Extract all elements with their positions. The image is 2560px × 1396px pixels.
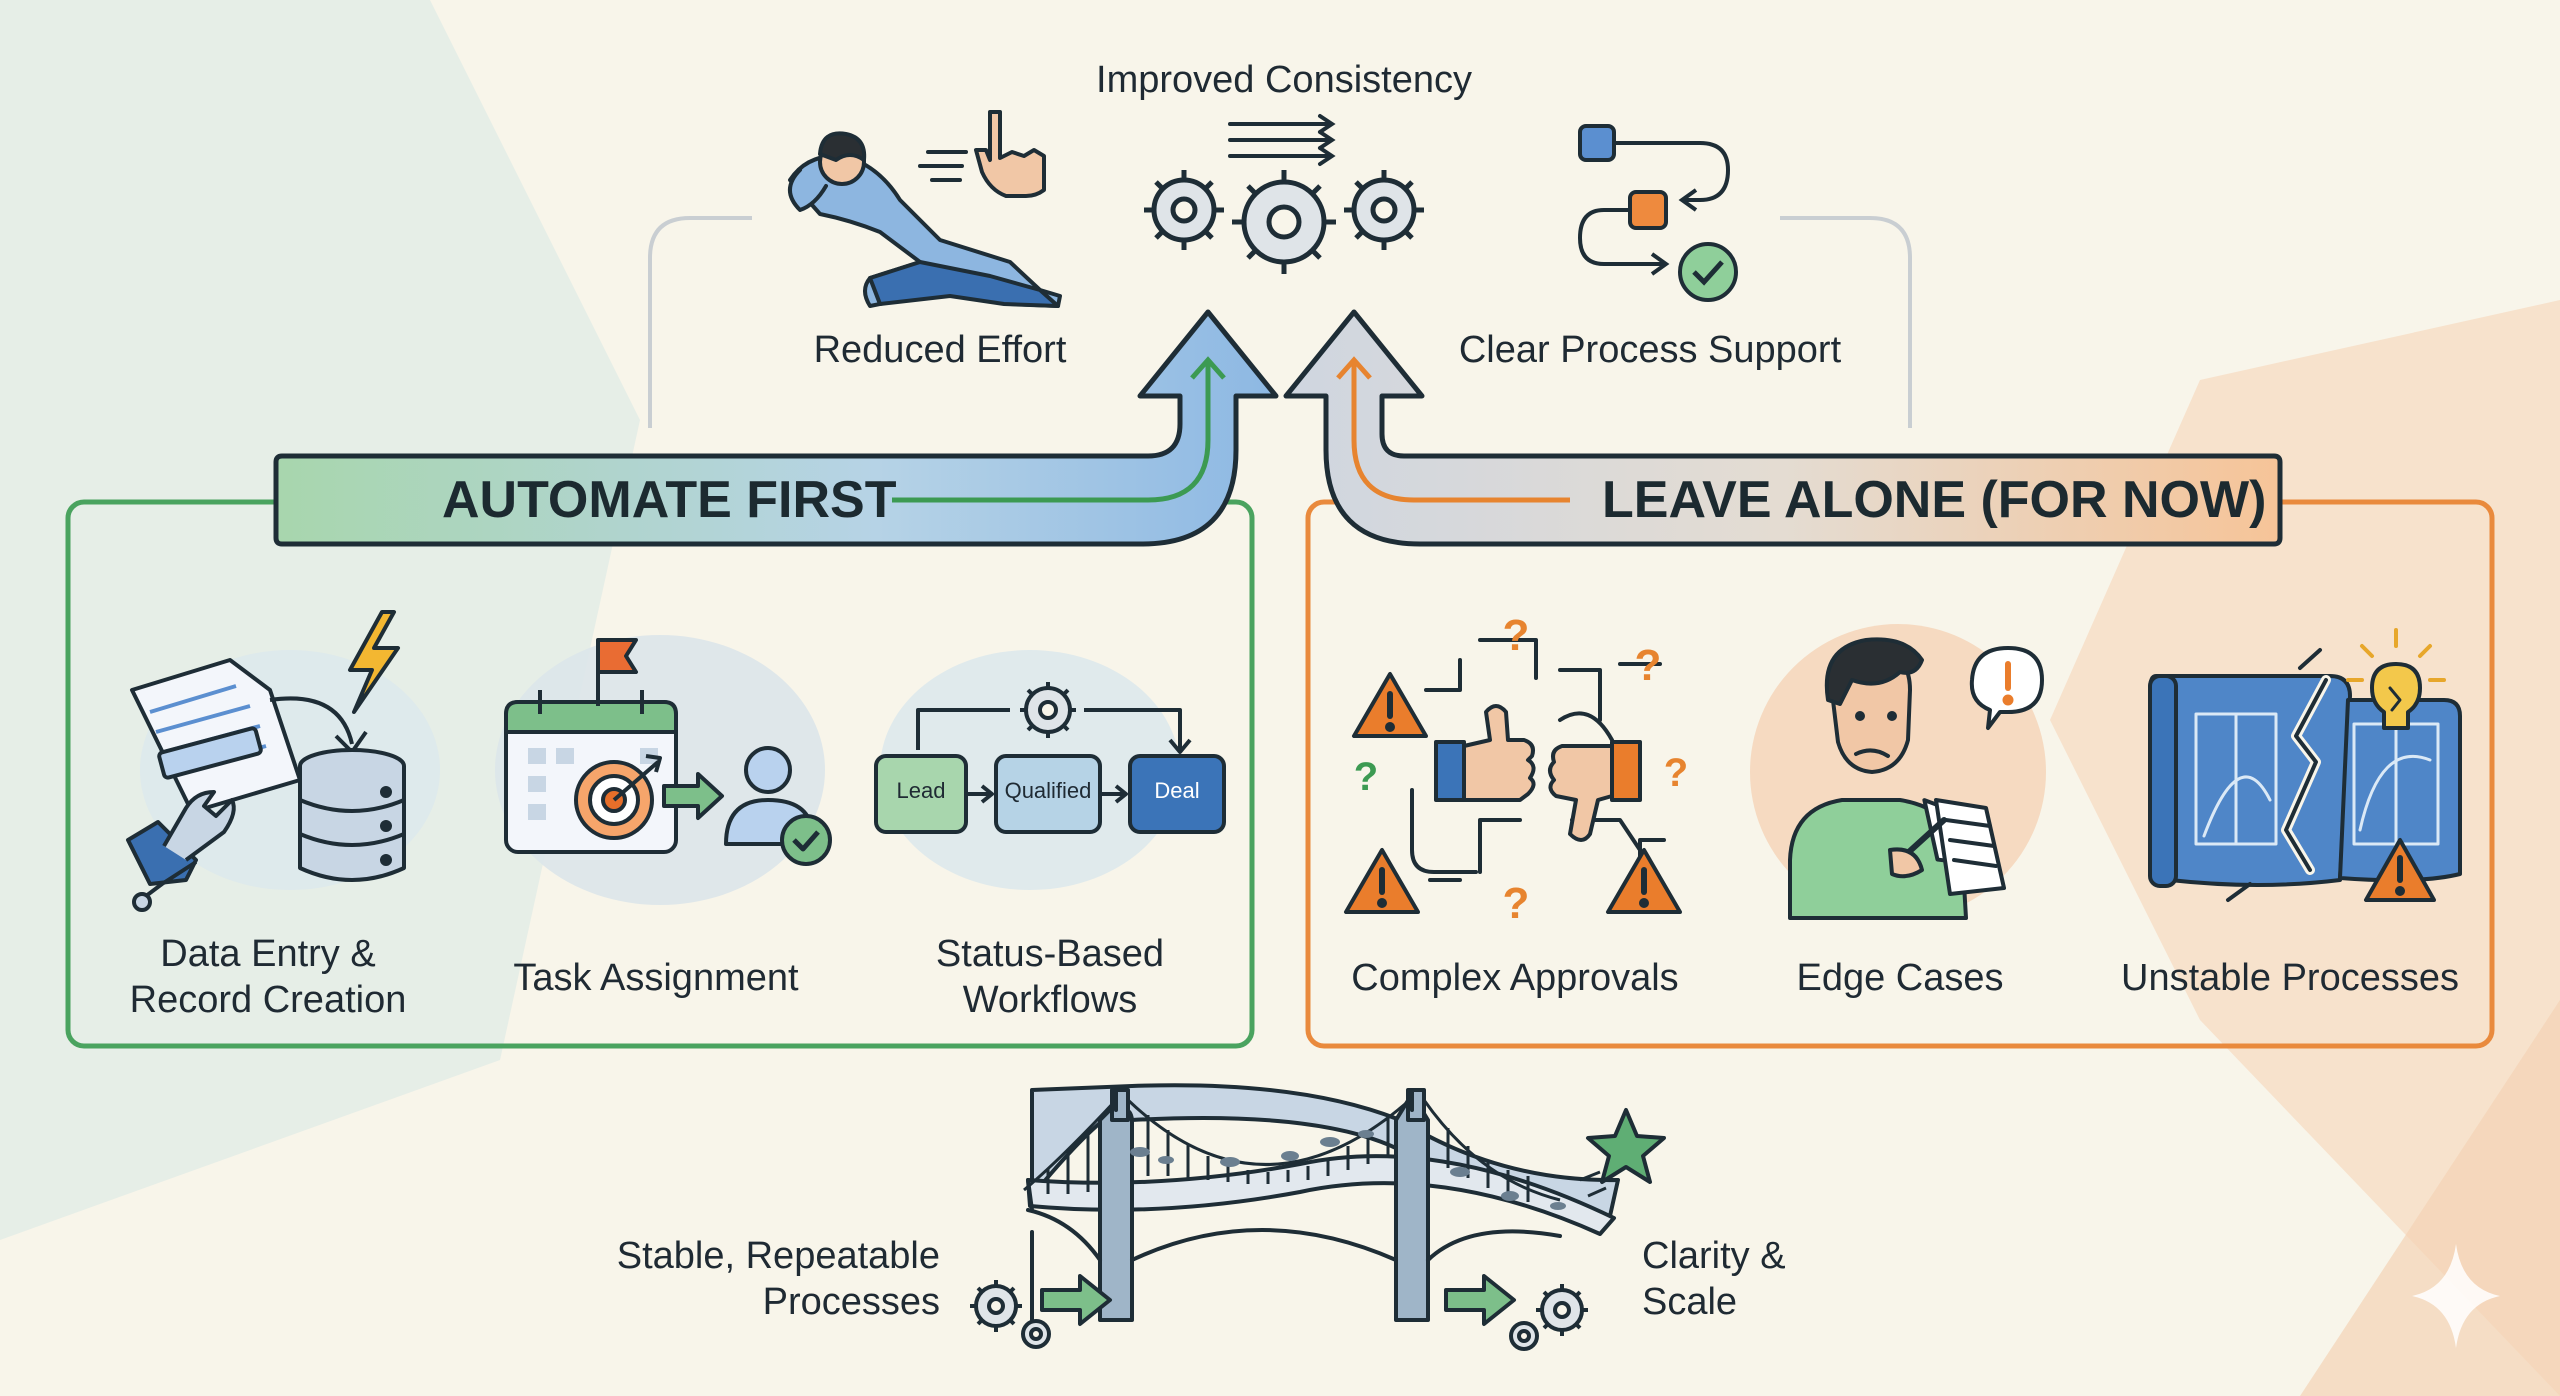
confused-person-icon — [1788, 637, 2044, 920]
leave-banner — [1283, 309, 2283, 547]
pointing-hand-icon — [974, 110, 1046, 198]
svg-text:?: ? — [1354, 755, 1378, 799]
workflow-stage-lead-label: Lead — [896, 778, 946, 803]
automate-banner — [273, 309, 1279, 547]
broken-blueprint-icon — [2148, 628, 2462, 902]
automate-item-status-workflows: Status-Based Workflows — [900, 932, 1200, 1023]
bridge-left-line1: Stable, Repeatable — [616, 1235, 940, 1277]
arrow-left-icon — [1040, 1274, 1112, 1326]
arrow-right-icon — [1444, 1274, 1516, 1326]
automate-first-title: AUTOMATE FIRST — [442, 471, 897, 529]
svg-text:?: ? — [1503, 611, 1530, 660]
automate-item-task-assignment: Task Assignment — [513, 957, 799, 999]
leave-alone-title: LEAVE ALONE (FOR NOW) — [1602, 471, 2267, 529]
svg-text:?: ? — [1664, 751, 1688, 795]
process-flow-icon — [1577, 124, 1738, 302]
bridge-left-line2: Processes — [762, 1280, 940, 1323]
bridge-right-label: Clarity & Scale — [1642, 1234, 1882, 1325]
bridge-right-line1: Clarity & — [1642, 1235, 1786, 1277]
workflow-stage-deal-label: Deal — [1154, 778, 1200, 803]
leave-item-unstable-processes: Unstable Processes — [2121, 957, 2459, 999]
automate-item-status-workflows-line2: Workflows — [962, 978, 1138, 1021]
outcome-clear-process-support: Clear Process Support — [1458, 329, 1842, 371]
calendar-target-user-icon — [504, 638, 832, 866]
automate-item-status-workflows-line1: Status-Based — [935, 933, 1165, 975]
workflow-stage-deal — [1128, 754, 1226, 834]
thumbs-approval-icon — [1344, 638, 1682, 914]
gears-icon — [1151, 177, 1417, 265]
workflow-stage-qualified-label: Qualified — [1004, 778, 1092, 803]
outcome-improved-consistency: Improved Consistency — [1096, 59, 1472, 101]
bridge-icon — [1026, 1083, 1620, 1322]
svg-text:?: ? — [1635, 641, 1662, 690]
small-gears-left-icon — [970, 1280, 1051, 1349]
relaxed-person-icon — [788, 131, 1062, 308]
star-icon — [1586, 1108, 1666, 1184]
automate-item-data-entry-line2: Record Creation — [129, 978, 407, 1021]
leave-item-complex-approvals: Complex Approvals — [1351, 957, 1679, 999]
document-database-icon — [126, 610, 406, 912]
workflow-icon — [874, 682, 1226, 834]
svg-text:?: ? — [1503, 879, 1530, 928]
leave-item-edge-cases: Edge Cases — [1796, 957, 2004, 999]
automate-item-data-entry-line1: Data Entry & — [160, 933, 376, 975]
bridge-left-label: Stable, Repeatable Processes — [560, 1234, 940, 1325]
small-gears-right-icon — [1509, 1284, 1588, 1351]
bridge-right-line2: Scale — [1642, 1280, 1738, 1323]
outcome-reduced-effort: Reduced Effort — [813, 329, 1067, 371]
sparkle-icon — [2412, 1244, 2500, 1348]
automate-item-data-entry: Data Entry & Record Creation — [118, 932, 418, 1023]
